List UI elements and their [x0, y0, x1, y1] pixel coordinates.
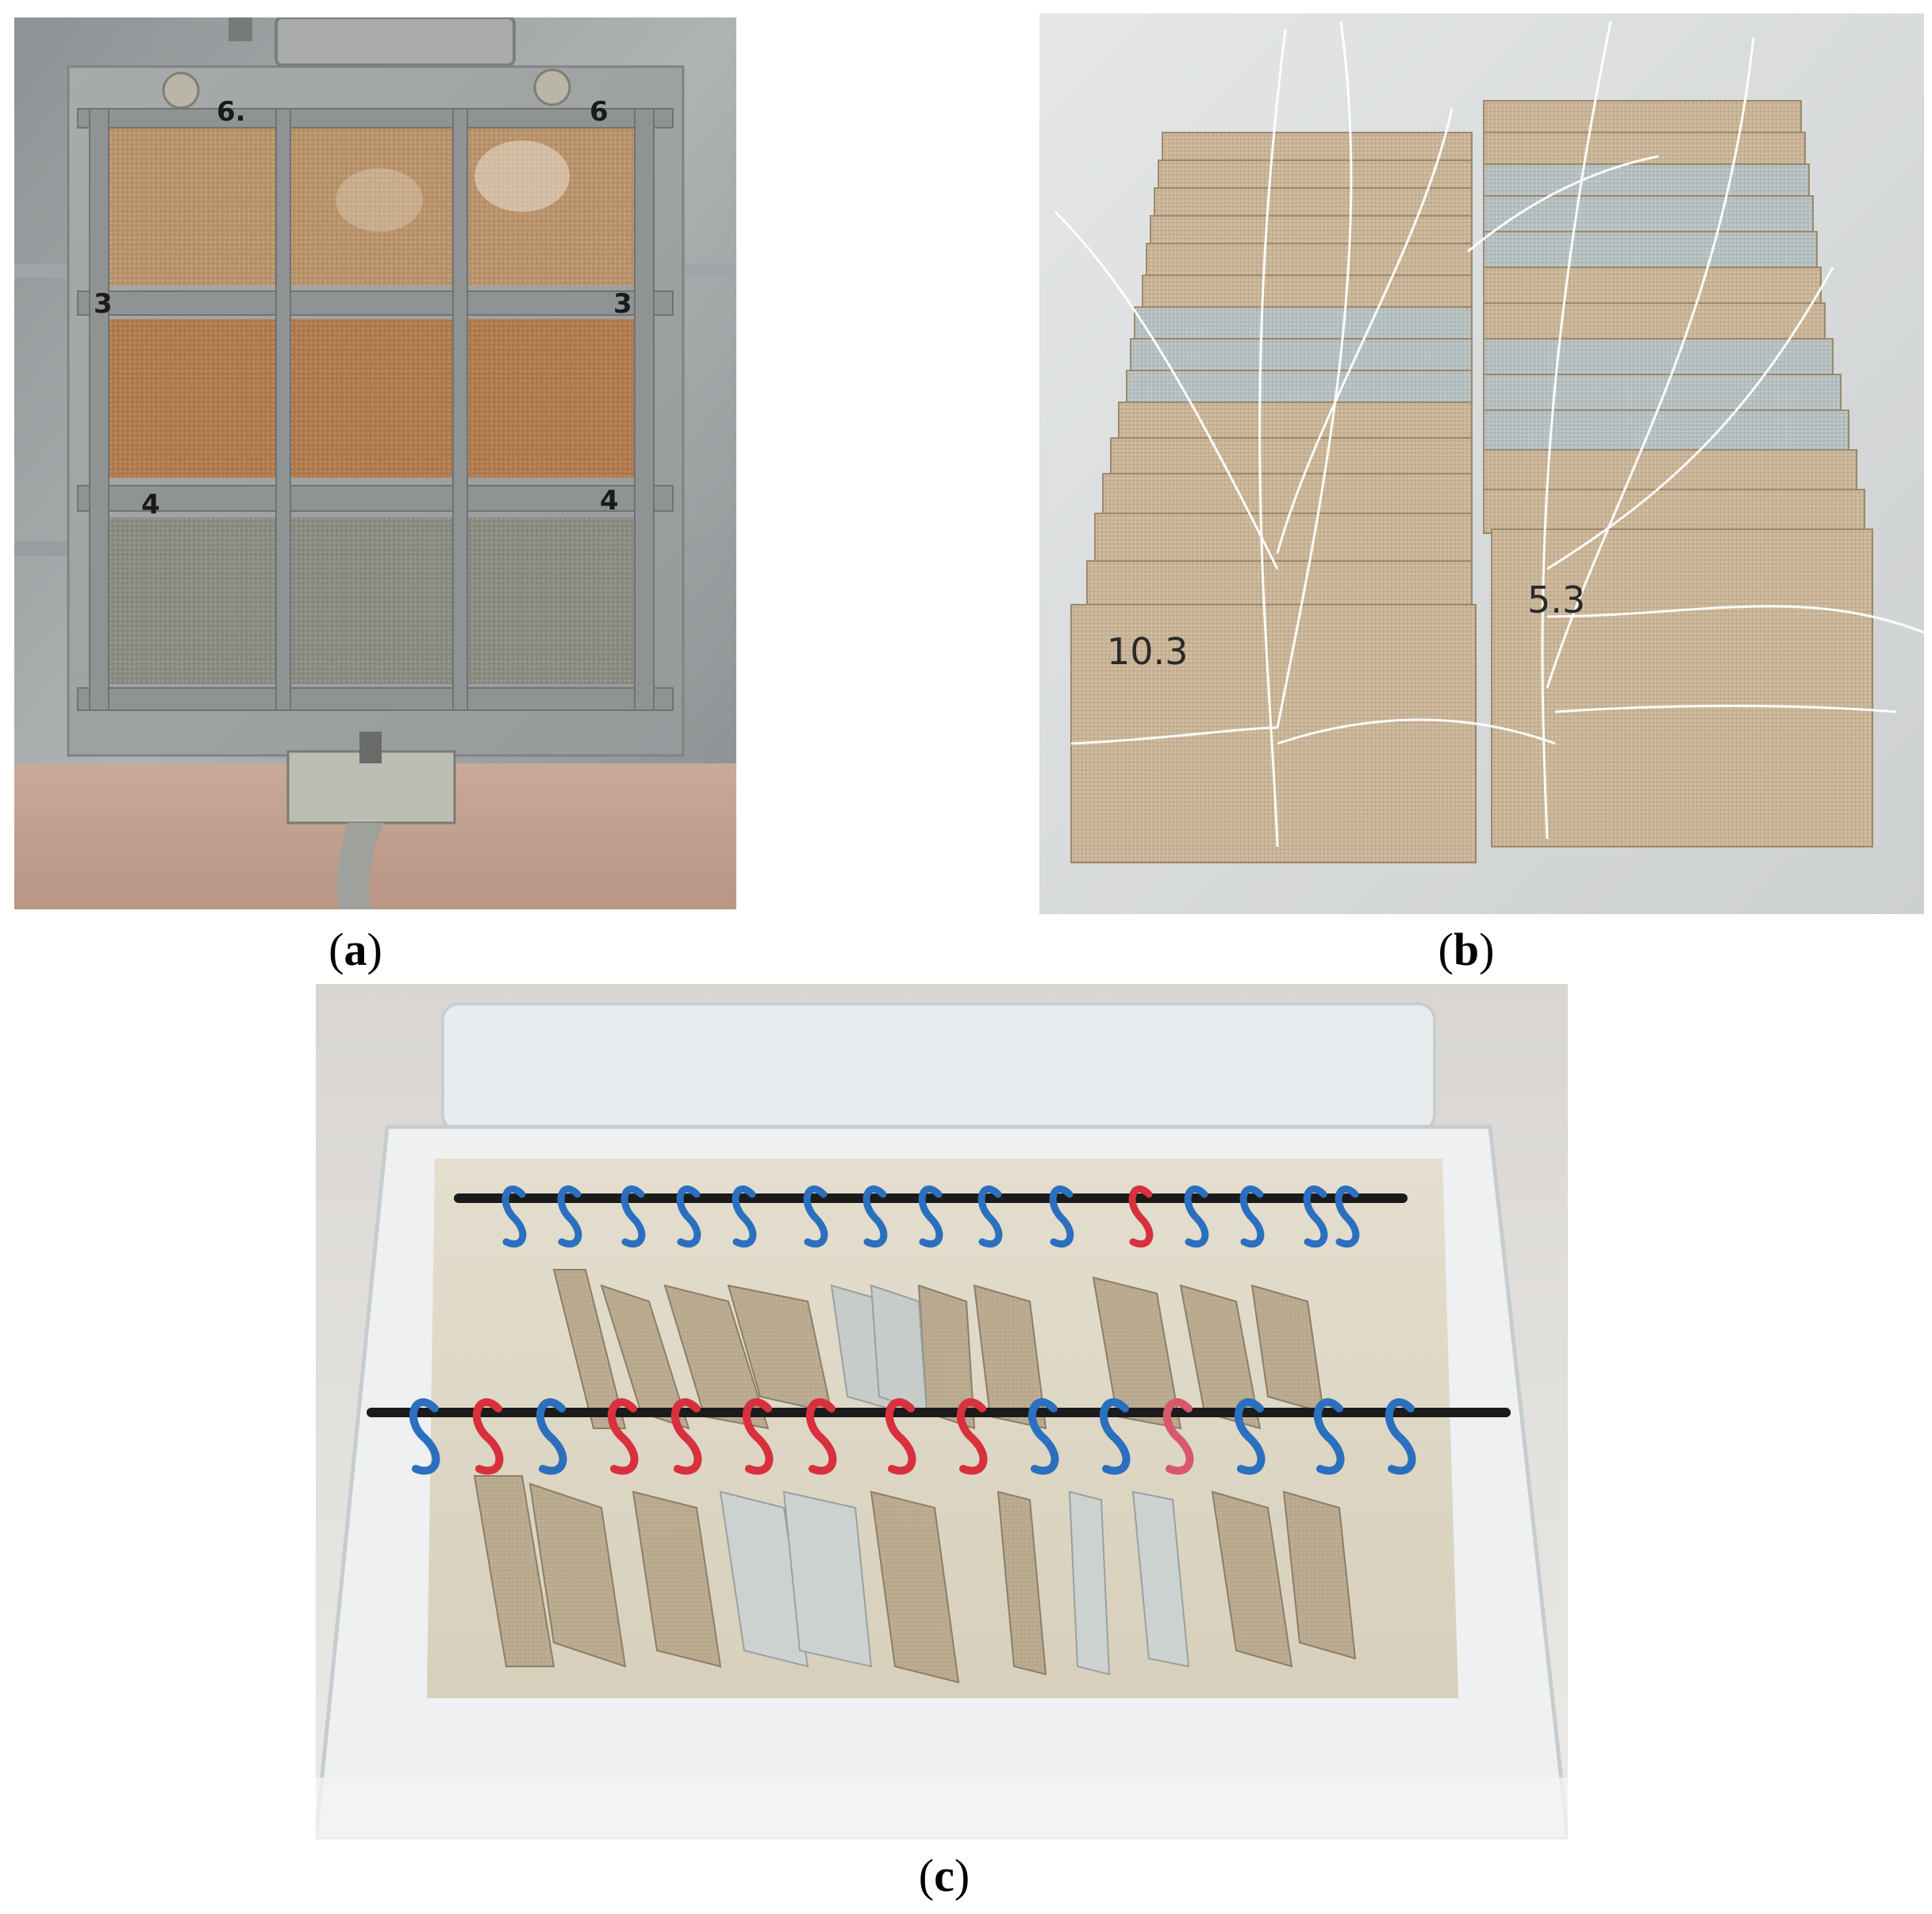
mould-photo: 6. 6 3 3 4 4	[14, 17, 736, 909]
photo-panel-c	[316, 984, 1568, 1839]
specimen-label: 10.3	[1107, 630, 1188, 673]
immersion-tub-photo	[316, 984, 1568, 1839]
caption-c: (c)	[918, 1850, 970, 1901]
mould-mark: 3	[94, 288, 113, 320]
photo-panel-a: 6. 6 3 3 4 4	[14, 17, 736, 909]
specimen-stack-photo: 10.3 5.3	[1039, 13, 1924, 914]
mould-mark: 4	[141, 489, 160, 521]
photo-panel-b: 10.3 5.3	[1039, 13, 1924, 914]
caption-b: (b)	[1438, 924, 1495, 975]
caption-letter: c	[934, 1850, 954, 1901]
mould-mark: 3	[613, 288, 632, 320]
mould-mark: 4	[600, 485, 619, 517]
caption-letter: b	[1453, 924, 1480, 975]
specimen-label: 5.3	[1527, 578, 1585, 621]
mould-mark: 6.	[217, 96, 246, 128]
caption-letter: a	[344, 924, 367, 975]
mould-mark: 6	[590, 96, 609, 128]
caption-a: (a)	[328, 924, 382, 975]
